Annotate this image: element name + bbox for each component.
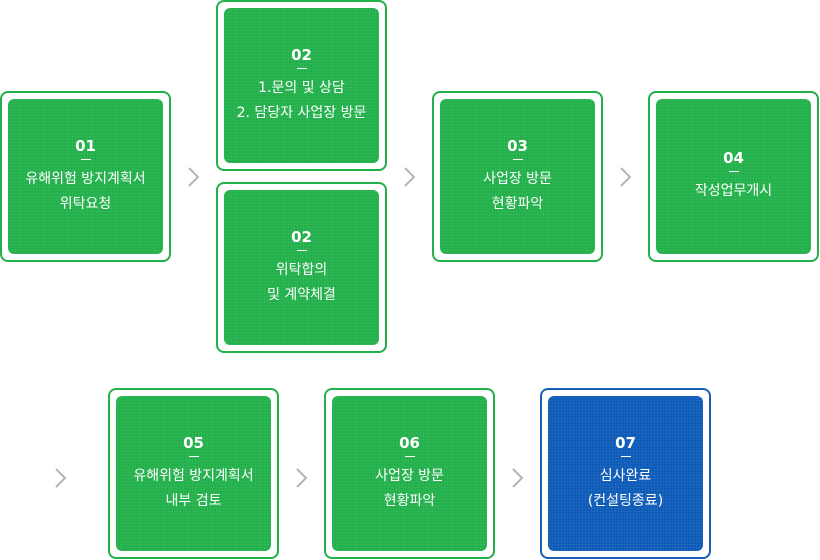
chevron-right-icon — [184, 162, 204, 192]
step-07: 07 심사완료 (컨설팅종료) — [540, 388, 711, 559]
step-label-line-1: 심사완료 — [599, 467, 652, 484]
step-number: 06 — [399, 433, 420, 452]
step-number: 01 — [75, 136, 96, 155]
chevron-right-icon — [51, 463, 71, 493]
step-label-line-1: 작성업무개시 — [694, 183, 773, 199]
step-06: 06 사업장 방문 현황파악 — [324, 388, 495, 559]
step-label-line-2: 현황파악 — [383, 492, 436, 509]
chevron-right-icon — [508, 463, 528, 493]
step-label-line-1: 유해위험 방지계획서 — [133, 467, 254, 484]
step-label-line-2: 2. 담당자 사업장 방문 — [236, 104, 367, 121]
step-05: 05 유해위험 방지계획서 내부 검토 — [108, 388, 279, 559]
step-divider — [296, 249, 307, 251]
step-label-line-1: 사업장 방문 — [375, 467, 444, 484]
step-divider — [80, 158, 91, 160]
step-02-contract: 02 위탁합의 및 계약체결 — [216, 182, 387, 353]
step-divider — [620, 455, 631, 457]
step-04: 04 작성업무개시 — [648, 91, 819, 262]
step-number: 03 — [507, 136, 528, 155]
step-number: 07 — [615, 433, 636, 452]
step-03: 03 사업장 방문 현황파악 — [432, 91, 603, 262]
step-label-line-2: 현황파악 — [491, 195, 544, 212]
step-divider — [188, 455, 199, 457]
step-number: 04 — [723, 149, 744, 167]
step-01: 01 유해위험 방지계획서 위탁요청 — [0, 91, 171, 262]
step-number: 02 — [291, 227, 312, 246]
step-label-line-1: 유해위험 방지계획서 — [25, 170, 146, 187]
step-divider — [296, 67, 307, 69]
chevron-right-icon — [400, 162, 420, 192]
step-02-consult: 02 1.문의 및 상담 2. 담당자 사업장 방문 — [216, 0, 387, 171]
step-label-line-2: 및 계약체결 — [267, 286, 336, 303]
step-divider — [728, 171, 739, 172]
step-divider — [404, 455, 415, 457]
step-label-line-1: 사업장 방문 — [483, 170, 552, 187]
step-divider — [512, 158, 523, 160]
step-label-line-1: 1.문의 및 상담 — [258, 79, 345, 96]
step-label-line-1: 위탁합의 — [275, 261, 328, 278]
step-number: 05 — [183, 433, 204, 452]
chevron-right-icon — [292, 463, 312, 493]
step-label-line-2: 위탁요청 — [59, 195, 112, 212]
step-label-line-2: 내부 검토 — [165, 492, 222, 509]
step-number: 02 — [291, 45, 312, 64]
chevron-right-icon — [616, 162, 636, 192]
step-label-line-2: (컨설팅종료) — [587, 492, 664, 509]
